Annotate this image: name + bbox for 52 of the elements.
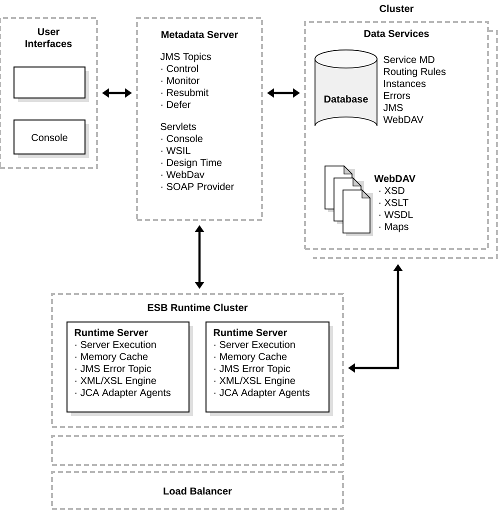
list-item: Runtime Server	[214, 328, 287, 336]
dashed-panel	[51, 293, 344, 428]
list-item: · Server Execution	[214, 340, 295, 348]
component-box	[66, 322, 193, 416]
dashed-panel	[136, 17, 263, 221]
list-item: · WSIL	[161, 147, 190, 154]
side-list-item: Routing Rules	[384, 68, 446, 78]
side-list-item: · XSLT	[379, 199, 408, 206]
list-item: · WebDav	[161, 170, 204, 178]
component-box	[14, 66, 89, 102]
list-item: · JMS Error Topic	[75, 364, 152, 374]
side-list-item: JMS	[383, 104, 403, 112]
list-item: · Console	[161, 134, 203, 142]
list-item: · Monitor	[161, 76, 200, 84]
side-list-item: · XSD	[379, 187, 404, 194]
list-item: · XML/XSL Engine	[214, 376, 295, 386]
side-list-item: · WSDL	[379, 211, 413, 218]
side-list-item: Service MD	[384, 56, 434, 64]
box-title: Cluster	[380, 4, 414, 12]
dashed-panel	[51, 435, 344, 466]
box-title: Metadata Server	[162, 30, 238, 38]
box-title: Console	[32, 134, 68, 142]
side-list-item: Instances	[384, 80, 426, 88]
dashed-panel	[51, 471, 344, 510]
list-item: · JCA Adapter Agents	[75, 388, 171, 398]
side-list-item: · Maps	[379, 223, 408, 232]
box-title: Database	[324, 95, 368, 103]
side-list-item: WebDAV	[383, 116, 424, 124]
box-title: Load Balancer	[164, 487, 232, 495]
list-item: Servlets	[160, 122, 196, 130]
side-list-item: WebDAV	[374, 174, 416, 182]
list-item: · Control	[161, 64, 198, 72]
list-item: Runtime Server	[74, 328, 148, 336]
side-list-item: Errors	[384, 92, 410, 100]
dashed-panel	[0, 17, 98, 169]
component-box	[206, 322, 333, 416]
list-item: · Memory Cache	[214, 352, 287, 362]
list-item: · XML/XSL Engine	[75, 376, 156, 386]
list-item: · Server Execution	[75, 340, 156, 348]
database-cylinder	[314, 50, 446, 126]
list-item: · Resubmit	[161, 88, 208, 96]
component-box	[14, 120, 89, 158]
box-title: ESB Runtime Cluster	[148, 304, 248, 312]
list-item: JMS Topics	[160, 52, 211, 62]
list-item: · SOAP Provider	[161, 182, 234, 190]
box-title: Data Services	[364, 30, 429, 38]
list-item: · Design Time	[161, 158, 222, 168]
list-item: · Defer	[161, 100, 191, 108]
list-item: · Memory Cache	[75, 352, 148, 362]
box-title: User Interfaces	[26, 28, 72, 48]
list-item: · JCA Adapter Agents	[214, 388, 310, 398]
list-item: · JMS Error Topic	[214, 364, 290, 374]
